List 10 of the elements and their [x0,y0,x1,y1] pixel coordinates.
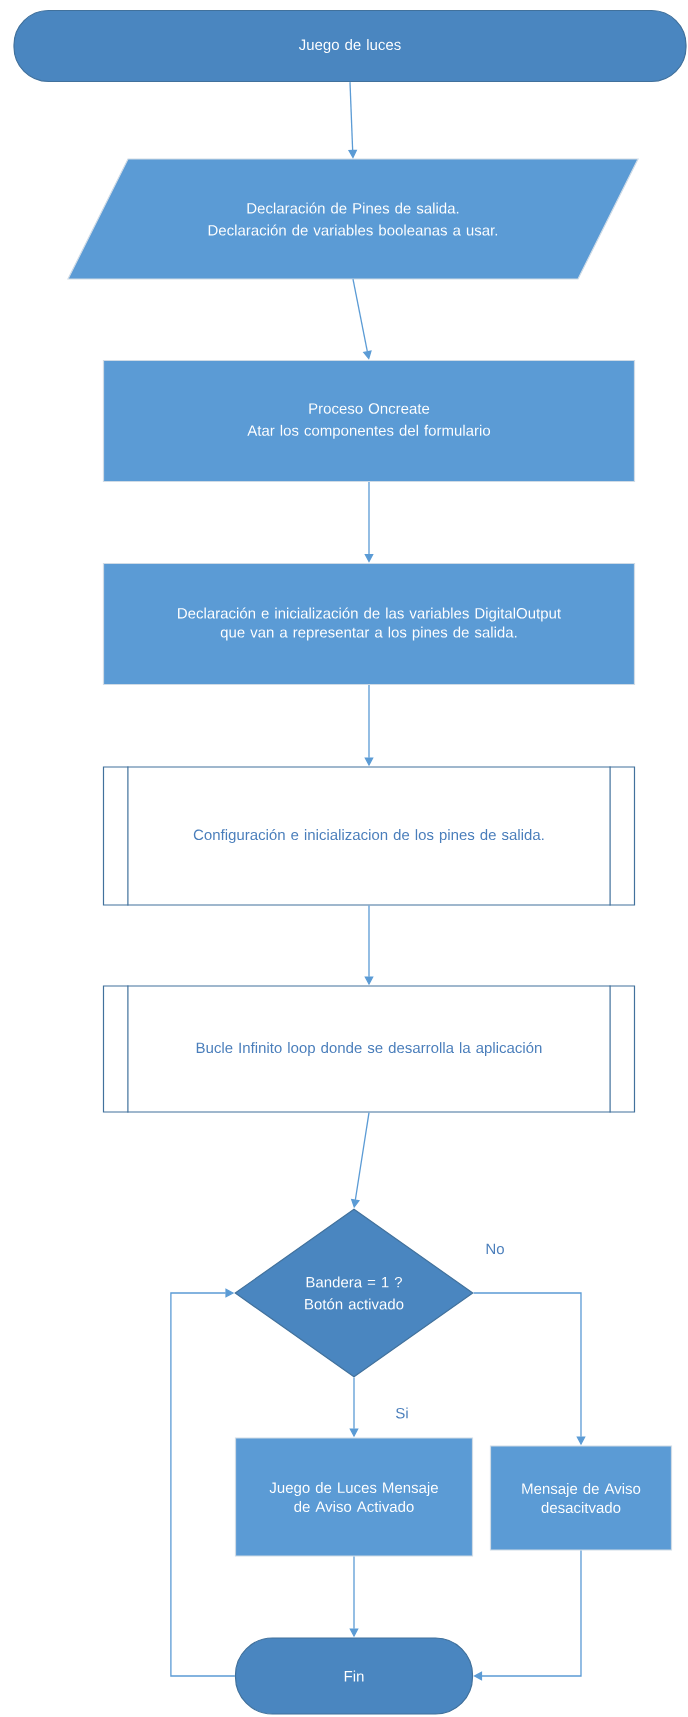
arrow [352,278,372,360]
predefined-process-box: Bucle Infinito loop donde se desarrolla la aplicación [102,984,636,1114]
process-box: Proceso Oncreate Atar los componentes del formulario [102,359,636,483]
process-box: Mensaje de Aviso desacitvado [489,1445,673,1551]
process-box: Declaración e inicialización de las variables DigitalOutput que van a representar a los pines de salida. [102,562,636,686]
arrow [473,1549,582,1681]
process-box: Juego de Luces Mensaje de Aviso Activado [234,1437,474,1557]
arrow [170,1288,236,1677]
predefined-process-box: Configuración e inicializacion de los pines de salida. [102,765,636,907]
arrow [364,481,374,563]
